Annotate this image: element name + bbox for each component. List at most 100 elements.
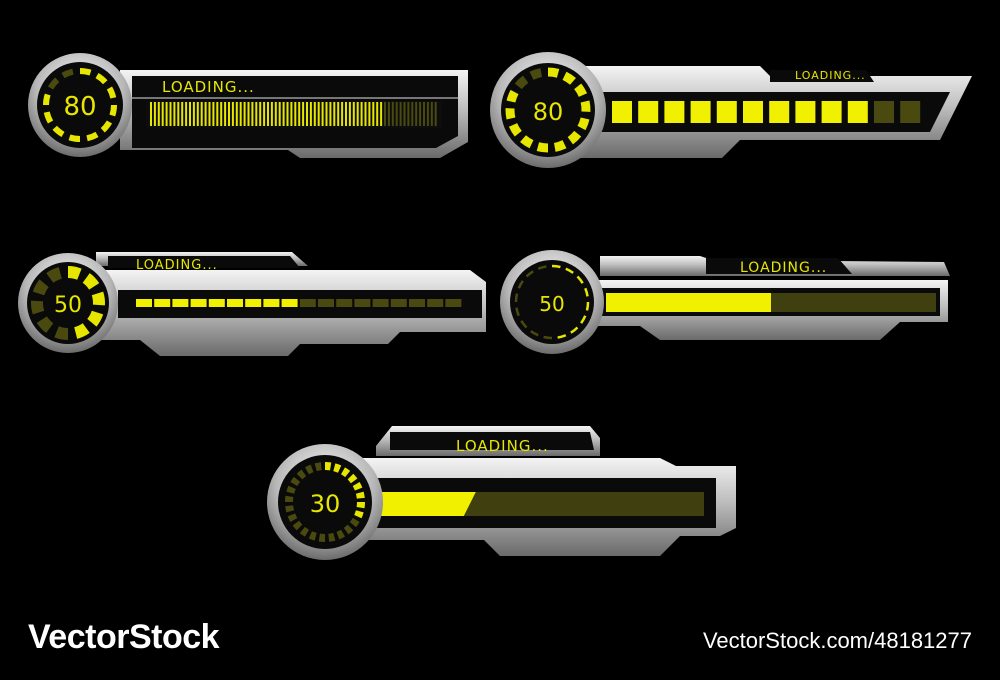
progress-tick (345, 102, 347, 126)
progress-tick (329, 102, 332, 126)
dial-segment (100, 120, 113, 133)
progress-bar (378, 492, 704, 516)
progress-tick (360, 102, 363, 126)
dial-segment (87, 310, 104, 327)
dial-segment (537, 265, 547, 270)
progress-dash (354, 299, 371, 307)
progress-tick (286, 102, 289, 126)
progress-block (716, 101, 737, 123)
progress-tick (255, 102, 258, 126)
progress-value: 80 (63, 92, 96, 122)
loading-label: LOADING... (740, 260, 827, 276)
dial-segment (557, 334, 567, 339)
progress-tick (380, 102, 383, 126)
progress-tick (274, 102, 277, 126)
dial-segment (340, 467, 351, 478)
loading-widget-1: LOADING... 80 (28, 53, 468, 158)
dial-segment (565, 267, 574, 274)
progress-tick (313, 102, 316, 126)
progress-bar (612, 101, 921, 123)
progress-value: 50 (539, 292, 564, 316)
loading-widget-3: LOADING... 50 (18, 252, 486, 356)
progress-tick (333, 102, 336, 126)
dial-segment (580, 100, 591, 112)
dial-segment (336, 529, 345, 540)
progress-block (769, 101, 790, 123)
progress-tick (352, 102, 355, 126)
loading-widget-4: LOADING... 50 (500, 250, 950, 354)
dial-segment (530, 330, 539, 337)
dial-segment (46, 267, 63, 283)
dial-segment (551, 264, 561, 269)
progress-tick (317, 102, 320, 126)
progress-dial: 30 (267, 444, 383, 560)
progress-dash (154, 299, 171, 307)
dial-segment (285, 505, 295, 513)
progress-tick (341, 102, 344, 126)
progress-tick (306, 102, 308, 126)
progress-tick (181, 102, 184, 126)
progress-tick (259, 102, 262, 126)
progress-dash (372, 299, 389, 307)
progress-block (743, 101, 763, 123)
dial-segment (296, 469, 307, 480)
dial-segment (106, 86, 117, 99)
dial-segment (543, 335, 553, 340)
dial-segment (355, 491, 365, 499)
dial-segment (520, 135, 534, 149)
progress-tick (153, 102, 156, 126)
progress-tick (384, 102, 386, 126)
progress-block (821, 101, 842, 123)
progress-dash (318, 299, 334, 307)
progress-bar (606, 293, 936, 312)
progress-tick (247, 102, 250, 126)
progress-dial: 80 (490, 52, 606, 168)
progress-value: 50 (54, 293, 82, 318)
progress-tick (231, 102, 234, 126)
loading-widget-5: LOADING... 30 (267, 426, 736, 560)
progress-tick (430, 102, 433, 126)
progress-tick (200, 102, 203, 126)
progress-block (795, 101, 816, 123)
progress-tick (150, 102, 152, 126)
progress-block (690, 101, 711, 123)
progress-dash (427, 299, 444, 307)
dial-segment (95, 72, 108, 85)
dial-segment (574, 83, 588, 97)
dial-segment (79, 68, 92, 76)
dial-segment (585, 301, 590, 311)
progress-tick (157, 102, 160, 126)
progress-block (638, 101, 659, 123)
dial-segment (354, 510, 364, 519)
progress-tick (169, 102, 172, 126)
progress-tick (309, 102, 312, 126)
progress-dial: 50 (18, 253, 118, 353)
progress-dash (208, 299, 225, 307)
progress-tick (196, 102, 199, 126)
progress-dash (390, 299, 407, 307)
dial-segment (333, 463, 342, 473)
progress-tick (165, 102, 168, 126)
progress-block (664, 101, 685, 123)
progress-tick (302, 102, 305, 126)
dial-segment (576, 275, 584, 284)
progress-tick (278, 102, 281, 126)
progress-block (874, 101, 894, 123)
progress-value: 80 (533, 98, 564, 126)
dial-segment (505, 108, 516, 120)
progress-tick (224, 102, 227, 126)
watermark-id: VectorStock.com/48181277 (702, 628, 972, 653)
progress-tick (216, 102, 219, 126)
dial-segment (54, 326, 69, 340)
progress-tick (419, 102, 422, 126)
dial-segment (82, 273, 100, 290)
progress-tick (376, 102, 379, 126)
progress-bar (146, 101, 442, 128)
progress-tick (243, 102, 246, 126)
progress-tick (220, 102, 223, 126)
progress-tick (321, 102, 324, 126)
progress-tick (434, 102, 437, 126)
dial-segment (308, 531, 317, 541)
progress-tick (403, 102, 406, 126)
dial-segment (520, 320, 528, 329)
